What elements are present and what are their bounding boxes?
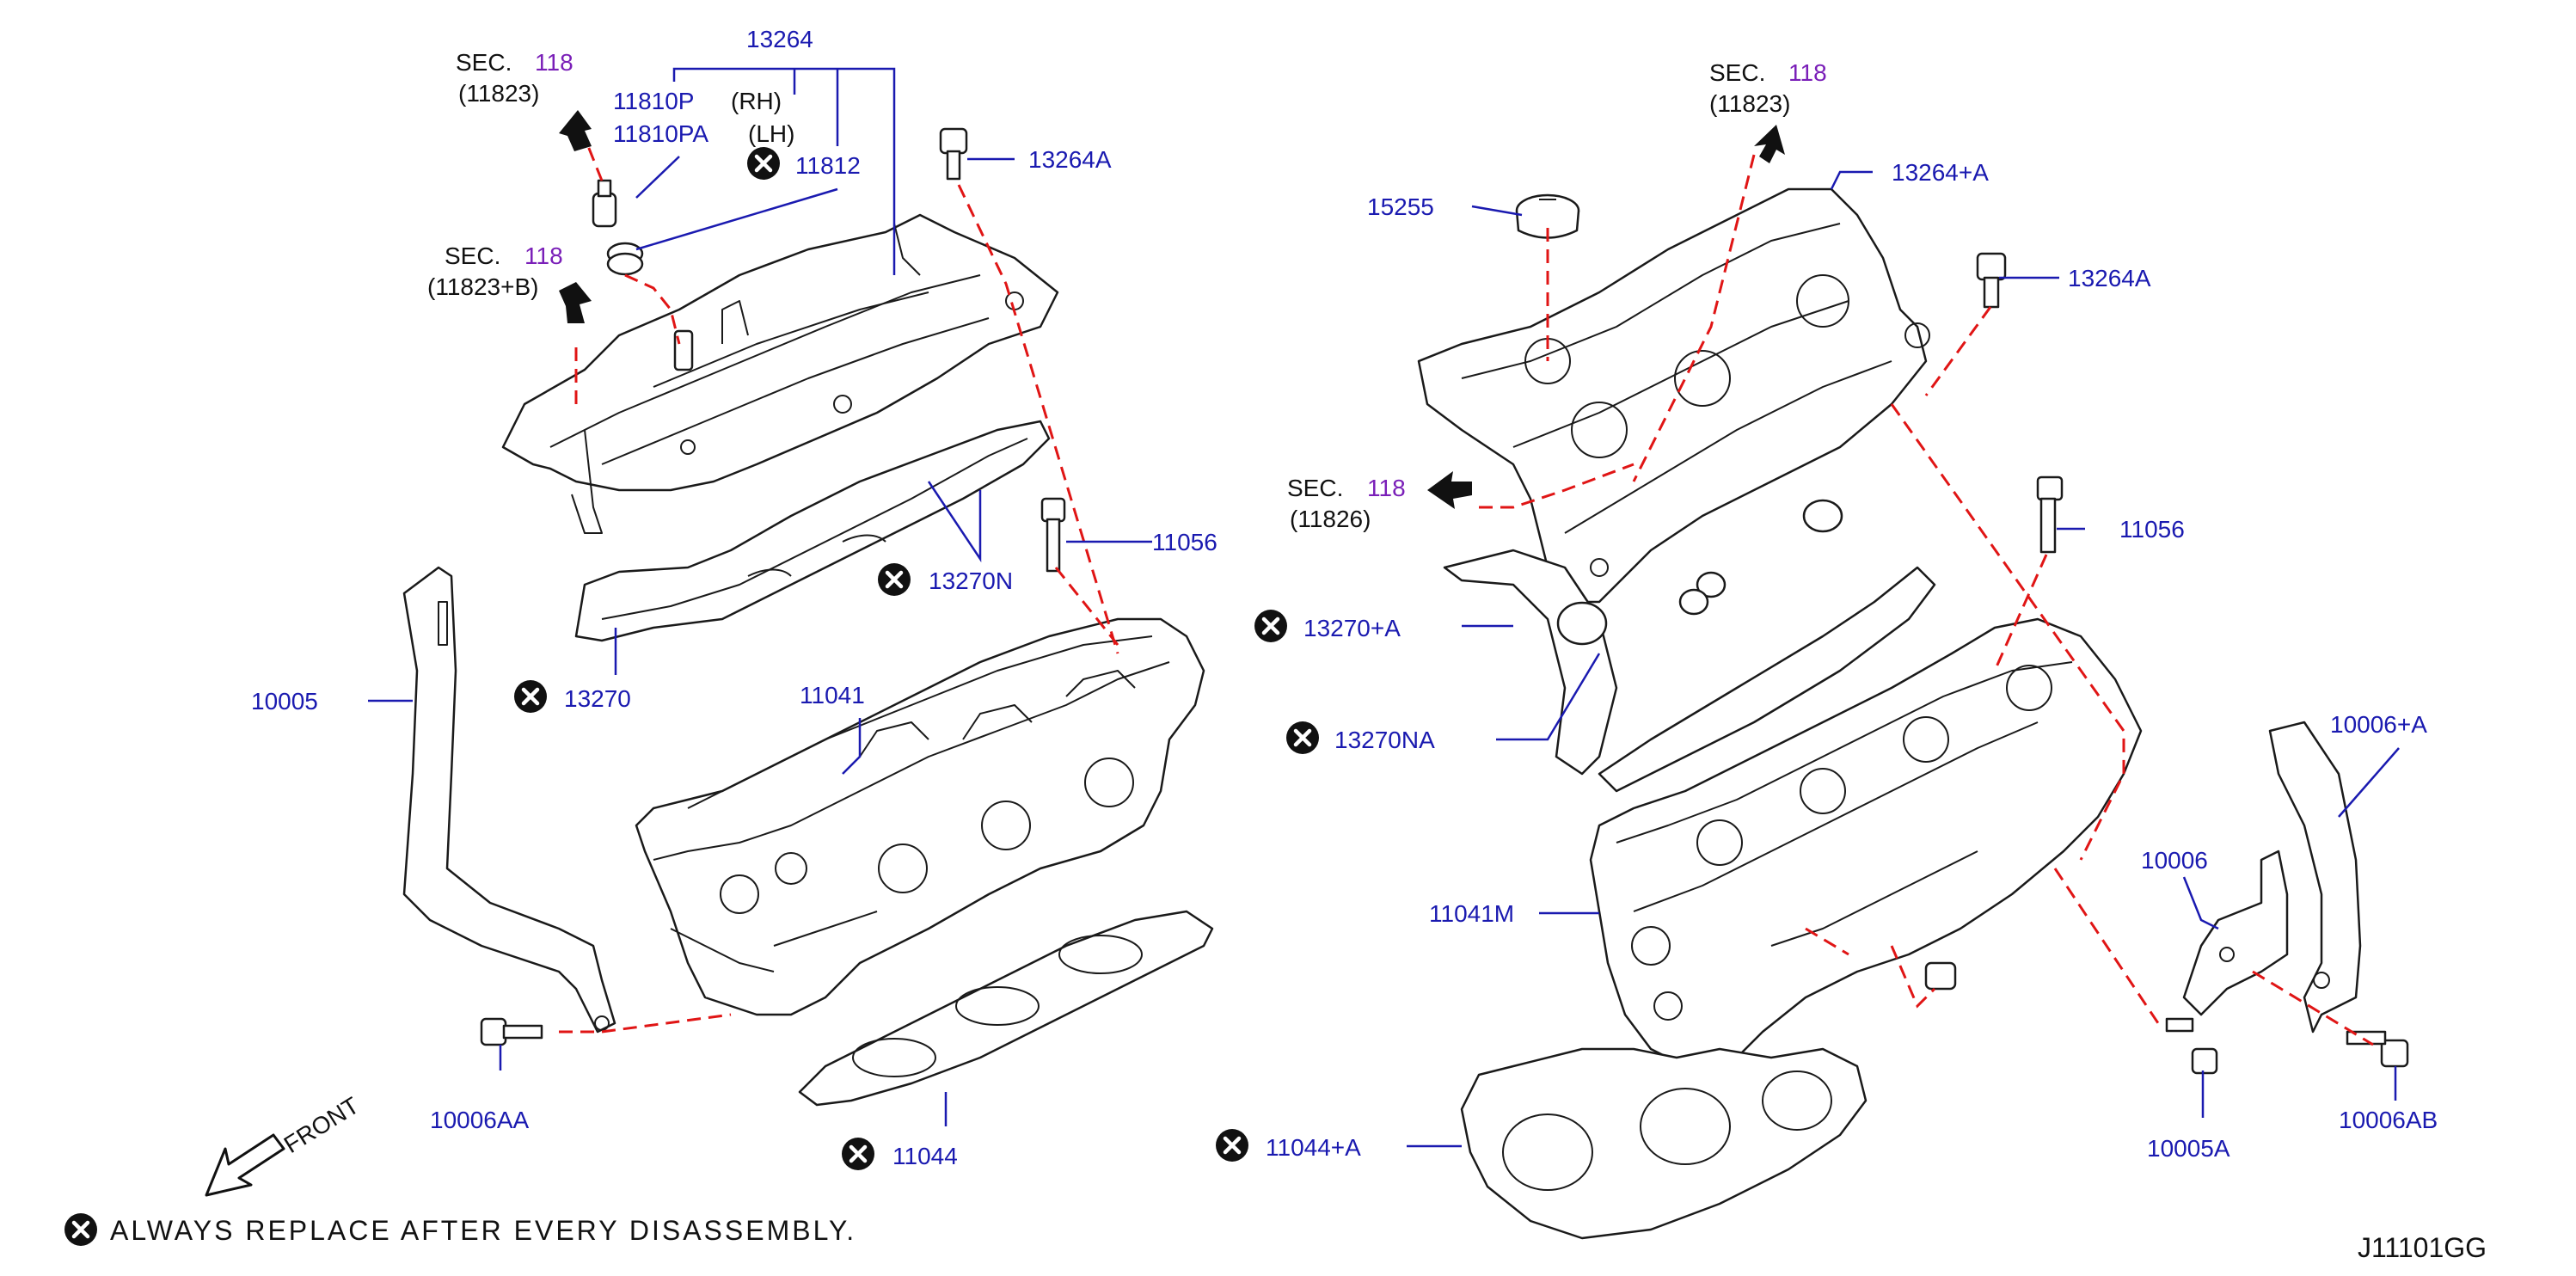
section-label-number: 118 <box>535 49 573 76</box>
x-circle-icon <box>1286 721 1319 754</box>
left-bolt-13264a <box>939 127 968 181</box>
section-arrow-icon <box>1427 471 1472 509</box>
section-arrow-icon <box>1754 125 1785 163</box>
label-10005a: 10005A <box>2147 1135 2230 1162</box>
label-11810p: 11810P <box>613 88 694 114</box>
alignment-lines <box>559 120 2374 1046</box>
right-bolt-13264a <box>1976 252 2007 309</box>
label-13264plusa: 13264+A <box>1892 159 1989 186</box>
left-bolt-10006aa <box>480 1017 543 1046</box>
leader-lines <box>368 67 2400 1148</box>
x-circle-icon <box>514 680 547 713</box>
left-grommet <box>606 242 644 276</box>
label-13270plusa: 13270+A <box>1303 615 1401 641</box>
label-11041m: 11041M <box>1429 900 1514 927</box>
section-label-number: 118 <box>524 242 563 269</box>
left-head-gasket <box>798 910 1214 1107</box>
left-bolt-11056 <box>1040 497 1066 573</box>
left-cylinder-head <box>635 617 1205 1016</box>
section-label-word: SEC. <box>1287 475 1343 501</box>
right-cylinder-head <box>1589 617 2143 1068</box>
diagram-code: J11101GG <box>2358 1232 2487 1263</box>
x-circle-icon <box>64 1213 97 1246</box>
label-13264: 13264 <box>746 26 813 52</box>
label-11056-right: 11056 <box>2119 516 2185 543</box>
footnote-text: ALWAYS REPLACE AFTER EVERY DISASSEMBLY. <box>110 1215 856 1246</box>
section-arrow-icon <box>559 110 592 151</box>
front-label: FRONT <box>279 1092 364 1158</box>
label-13270na: 13270NA <box>1334 727 1435 753</box>
x-circle-icon <box>1216 1129 1248 1162</box>
right-bolt-10006ab <box>2346 1030 2409 1068</box>
section-label-word: SEC. <box>1709 59 1765 86</box>
front-arrow-icon <box>205 1133 285 1197</box>
label-lh: (LH) <box>748 120 794 147</box>
section-label-ref: (11823+B) <box>427 273 538 300</box>
label-10006ab: 10006AB <box>2339 1107 2438 1133</box>
label-11812: 11812 <box>795 152 861 179</box>
label-10006plusa: 10006+A <box>2330 711 2427 738</box>
label-10006: 10006 <box>2141 847 2208 874</box>
spark-plug-tube-seals <box>1556 499 1843 646</box>
left-engine-hanger <box>402 566 616 1034</box>
section-label-number: 118 <box>1367 475 1406 501</box>
label-13264a-right: 13264A <box>2068 265 2151 291</box>
right-rocker-cover <box>1417 187 1930 604</box>
right-bracket-10006 <box>2182 850 2289 1016</box>
oil-filler-cap <box>1515 193 1580 239</box>
label-11044plusa: 11044+A <box>1266 1134 1361 1161</box>
right-engine-hanger <box>2268 721 2362 1034</box>
front-indicator: FRONT <box>205 1092 364 1197</box>
label-10005: 10005 <box>251 688 318 715</box>
label-11056-left: 11056 <box>1152 529 1217 555</box>
label-11041: 11041 <box>800 682 865 709</box>
x-circle-icon <box>842 1138 874 1170</box>
right-bolt-10005a <box>2165 1017 2218 1075</box>
right-plug <box>1924 961 1957 991</box>
part-labels: SEC. 118 (11823) SEC. 118 (11823+B) SEC.… <box>251 26 2438 1170</box>
x-circle-icon <box>747 147 780 180</box>
label-rh: (RH) <box>731 88 782 114</box>
x-circle-icon <box>878 563 911 596</box>
label-11810pa: 11810PA <box>613 120 708 147</box>
left-rocker-cover-gasket <box>574 420 1051 642</box>
right-bolt-11056 <box>2036 475 2064 554</box>
x-circle-icon <box>1254 610 1287 642</box>
section-label-word: SEC. <box>456 49 512 76</box>
label-13264a-left: 13264A <box>1028 146 1112 173</box>
right-head-gasket <box>1460 1047 1868 1240</box>
section-arrow-icon <box>559 282 592 323</box>
section-label-number: 118 <box>1788 59 1827 86</box>
section-label-word: SEC. <box>445 242 500 269</box>
section-label-ref: (11823) <box>458 80 539 107</box>
section-arrows <box>559 110 1785 509</box>
section-label-ref: (11826) <box>1290 506 1371 532</box>
label-11044: 11044 <box>892 1143 958 1169</box>
label-13270: 13270 <box>564 685 631 712</box>
footnote: ALWAYS REPLACE AFTER EVERY DISASSEMBLY. <box>64 1213 856 1246</box>
label-15255: 15255 <box>1367 193 1434 220</box>
label-13270n: 13270N <box>929 567 1013 594</box>
left-pcv-valve <box>592 179 617 228</box>
section-label-ref: (11823) <box>1709 90 1790 117</box>
label-10006aa: 10006AA <box>430 1107 530 1133</box>
